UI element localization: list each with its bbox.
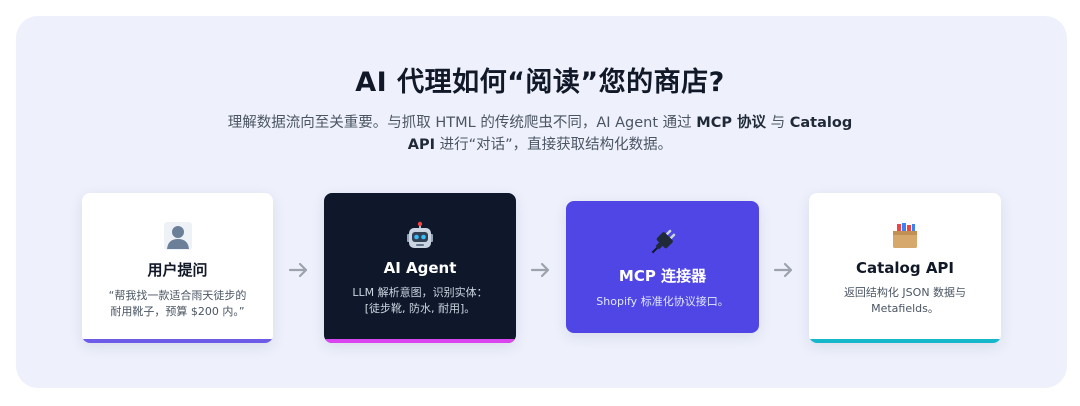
accent-bar [82, 339, 273, 343]
accent-bar [809, 339, 1001, 343]
step-description: 返回结构化 JSON 数据与 Metafields。 [843, 286, 967, 315]
page-title: AI 代理如何“阅读”您的商店? [355, 67, 725, 98]
description-text-1: 理解数据流向至关重要。与抓取 HTML 的传统爬虫不同，AI Agent 通过 [227, 115, 697, 131]
step-title: AI Agent [383, 259, 457, 277]
description-text-3: 进行“对话”，直接获取结构化数据。 [435, 137, 673, 153]
flow-step-catalog-api: Catalog API 返回结构化 JSON 数据与 Metafields。 [809, 193, 1001, 343]
step-description: Shopify 标准化协议接口。 [596, 295, 729, 308]
package-icon [893, 223, 917, 248]
description-text-2: 与 [766, 115, 790, 131]
user-icon [163, 222, 192, 250]
robot-icon [407, 221, 433, 248]
arrow-right-icon [288, 262, 308, 278]
description-bold-catalog: Catalog API [407, 115, 853, 153]
flow-step-user-question: 用户提问 “帮我找一款适合雨天徒步的耐用靴子，预算 $200 内。” [82, 193, 273, 343]
flow-step-ai-agent: AI Agent LLM 解析意图，识别实体：[徒步靴, 防水, 耐用]。 [324, 193, 516, 343]
flow-step-mcp-connector: MCP 连接器 Shopify 标准化协议接口。 [566, 201, 759, 333]
step-title: Catalog API [855, 259, 954, 277]
page-description: 理解数据流向至关重要。与抓取 HTML 的传统爬虫不同，AI Agent 通过 … [220, 112, 860, 156]
accent-bar [324, 339, 516, 343]
step-title: MCP 连接器 [618, 267, 707, 285]
description-bold-mcp: MCP 协议 [696, 115, 767, 131]
step-description: LLM 解析意图，识别实体：[徒步靴, 防水, 耐用]。 [352, 286, 488, 315]
arrow-right-icon [530, 262, 550, 278]
step-description: “帮我找一款适合雨天徒步的耐用靴子，预算 $200 内。” [108, 289, 247, 318]
step-title: 用户提问 [147, 261, 208, 279]
arrow-right-icon [773, 262, 793, 278]
plug-icon [651, 229, 675, 254]
